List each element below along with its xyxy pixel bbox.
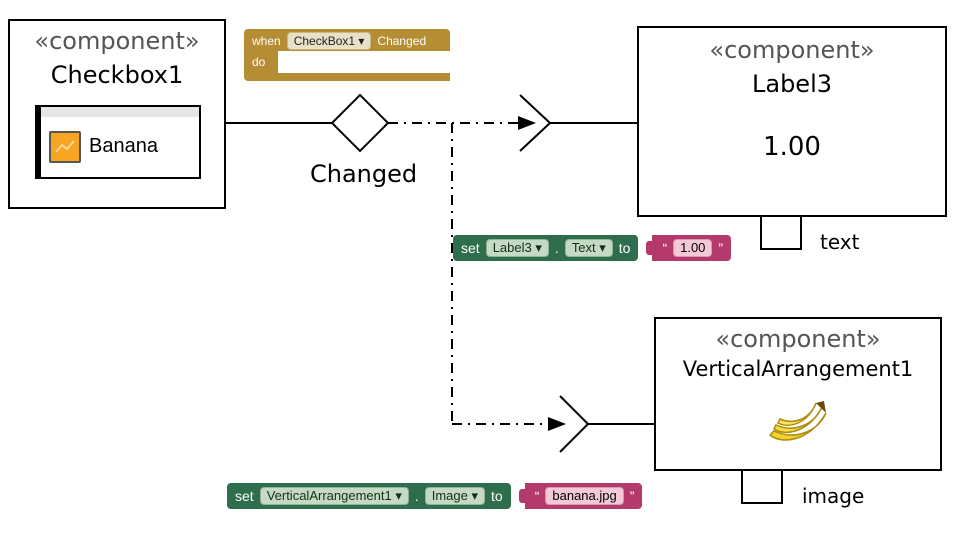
set-text-property-dropdown: Text ▾ — [564, 239, 613, 257]
set-text-to-label: to — [618, 240, 631, 256]
set-image-component-dropdown: VerticalArrangement1 ▾ — [259, 487, 409, 505]
decision-label: Changed — [310, 160, 418, 188]
arrangement-stereotype: «component» — [715, 325, 881, 353]
image-value-field: banana.jpg — [545, 487, 624, 505]
label3-port-label: text — [820, 230, 860, 254]
set-text-dot: . — [554, 240, 559, 256]
set-text-component-dropdown: Label3 ▾ — [485, 239, 549, 257]
image-open-quote: “ — [534, 488, 540, 504]
arrangement-port-label: image — [802, 484, 865, 508]
event-name-label: Changed — [377, 34, 427, 48]
checkbox-icon — [49, 131, 81, 163]
banana-icon — [768, 401, 827, 441]
vertical-arrangement-component: «component» VerticalArrangement1 — [654, 317, 942, 471]
set-text-label: set — [461, 240, 480, 256]
arrangement-name: VerticalArrangement1 — [682, 357, 914, 381]
set-image-property-dropdown: Image ▾ — [424, 487, 486, 505]
text-open-quote: “ — [662, 240, 668, 256]
text-close-quote: ” — [718, 240, 724, 256]
event-block-checkbox-changed: when CheckBox1 ▾ Changed do — [244, 29, 450, 81]
set-image-to-label: to — [491, 488, 503, 504]
label3-name: Label3 — [751, 70, 832, 98]
decision-diamond — [330, 93, 390, 153]
checkbox-preview-label: Banana — [89, 135, 158, 157]
event-when-label: when — [252, 34, 281, 48]
set-arrangement-image-block: set VerticalArrangement1 ▾ . Image ▾ to … — [227, 483, 643, 509]
event-component-dropdown: CheckBox1 ▾ — [286, 32, 372, 50]
checkbox-name: Checkbox1 — [50, 61, 184, 89]
image-close-quote: ” — [629, 488, 635, 504]
checkbox-component: «component» Checkbox1 Banana — [8, 19, 226, 209]
set-label3-text-block: set Label3 ▾ . Text ▾ to “ 1.00 ” — [453, 235, 732, 261]
label3-value: 1.00 — [763, 132, 821, 162]
label3-stereotype: «component» — [709, 36, 875, 64]
label3-text-port — [760, 215, 802, 250]
flow-arrowhead-1 — [518, 116, 536, 130]
event-do-label: do — [252, 55, 266, 69]
set-image-label: set — [235, 488, 254, 504]
flow-arrowhead-2 — [548, 417, 566, 431]
label3-component: «component» Label3 1.00 — [637, 26, 947, 217]
arrangement-image-port — [741, 469, 783, 504]
text-value-field: 1.00 — [673, 239, 713, 257]
set-image-dot: . — [414, 488, 419, 504]
checkbox-preview: Banana — [35, 105, 201, 179]
checkbox-stereotype: «component» — [34, 27, 200, 55]
